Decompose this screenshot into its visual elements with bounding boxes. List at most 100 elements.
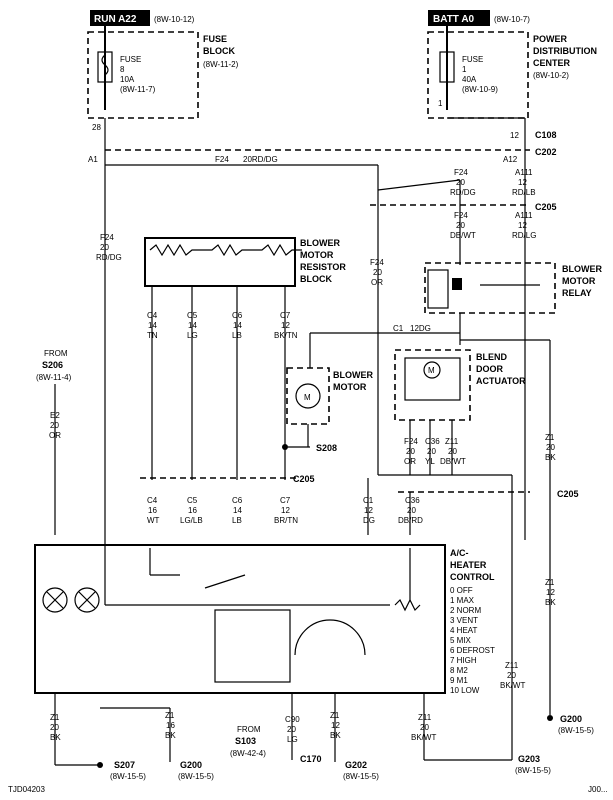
s206-name: S206 (42, 360, 63, 370)
c7-bot-3: BR/TN (274, 516, 298, 525)
f24-relay-feed (377, 179, 461, 191)
a111-top-2: 12 (518, 178, 527, 187)
f24-relay-bot-2: 20 (456, 221, 465, 230)
z1-b3-1: Z1 (330, 711, 340, 720)
z11-right-3: BK/WT (500, 681, 525, 690)
blower-relay-title-2: MOTOR (562, 276, 596, 286)
c202-a12: A12 (503, 155, 518, 164)
mode-switch-box (214, 609, 291, 683)
g200-right-ground (547, 715, 553, 721)
c1-top-label: C1 (393, 324, 404, 333)
pos-4: 4 HEAT (450, 626, 478, 635)
pos-0: 0 OFF (450, 586, 473, 595)
f24-relay-top-1: F24 (454, 168, 468, 177)
relay-coil-core (452, 278, 462, 290)
blend-z11-3: DB/WT (440, 457, 466, 466)
c5-top-1: C5 (187, 311, 198, 320)
f24-relay-top-2: 20 (456, 178, 465, 187)
resistor-title-1: BLOWER (300, 238, 340, 248)
c5-bot-3: LG/LB (180, 516, 203, 525)
c7-top-1: C7 (280, 311, 291, 320)
resistor-title-4: BLOCK (300, 274, 332, 284)
f24-top-label: F24 (215, 155, 229, 164)
pos-3: 3 VENT (450, 616, 478, 625)
blend-z11-2: 20 (448, 447, 457, 456)
pos-8: 8 M2 (450, 666, 468, 675)
fuse-8-line-2: 8 (120, 65, 125, 74)
blend-title-3: ACTUATOR (476, 376, 526, 386)
pos-6: 6 DEFROST (450, 646, 495, 655)
s103-from: FROM (237, 725, 261, 734)
z11-right-1: Z11 (505, 661, 519, 670)
c90-3: LG (287, 735, 298, 744)
f24-relay-bot-3: DB/WT (450, 231, 476, 240)
ac-title-2: HEATER (450, 560, 487, 570)
blower-relay-outline (424, 262, 556, 314)
blend-z11-1: Z11 (445, 437, 459, 446)
z1-b2-3: BK (165, 731, 176, 740)
z1-bl-3: BK (50, 733, 61, 742)
fuse-block-outline (87, 31, 199, 119)
z1-right2-1: Z1 (545, 578, 555, 587)
pdc-pin: 1 (438, 99, 443, 108)
g200-right-ref: (8W-15-5) (558, 726, 594, 735)
z1-b2-1: Z1 (165, 711, 175, 720)
fuse-8-line-1: FUSE (120, 55, 141, 64)
s208-label: S208 (316, 443, 337, 453)
c4-bot-1: C4 (147, 496, 158, 505)
g200-right-label: G200 (560, 714, 582, 724)
pos-10: 10 LOW (450, 686, 480, 695)
c1-top-color: 12DG (410, 324, 431, 333)
c5-bot-1: C5 (187, 496, 198, 505)
run-a22-box (90, 10, 150, 26)
fuse-block-pin: 28 (92, 123, 101, 132)
switch-position-list: 0 OFF 1 MAX 2 NORM 3 VENT 4 HEAT 5 MIX 6… (450, 586, 495, 695)
blend-arc (294, 619, 366, 656)
e2-3: OR (49, 431, 61, 440)
blower-motor-outline (286, 367, 330, 425)
f24-mid-2: 20 (373, 268, 382, 277)
z11-b4-3: BK/WT (411, 733, 436, 742)
blend-f24-1: F24 (404, 437, 418, 446)
e2-1: E2 (50, 411, 60, 420)
blend-title-2: DOOR (476, 364, 504, 374)
pos-2: 2 NORM (450, 606, 481, 615)
z1-right-2: 20 (546, 443, 555, 452)
z1-right2-3: BK (545, 598, 556, 607)
pdc-title-3: CENTER (533, 58, 571, 68)
e2-2: 20 (50, 421, 59, 430)
f24-mid-1: F24 (370, 258, 384, 267)
f24-mid-3: OR (371, 278, 383, 287)
blend-door-inner (404, 357, 461, 401)
blend-c36-3: YL (425, 457, 435, 466)
c4-bot-2: 16 (148, 506, 157, 515)
blower-relay-title-1: BLOWER (562, 264, 602, 274)
s207-label: S207 (114, 760, 135, 770)
c6-top-3: LB (232, 331, 242, 340)
fuse-1-line-2: 1 (462, 65, 467, 74)
z1-right-3: BK (545, 453, 556, 462)
batt-a0-box (428, 10, 490, 26)
s207-ref: (8W-15-5) (110, 772, 146, 781)
fuse-8-line-3: 10A (120, 75, 135, 84)
a111-top-1: A111 (515, 168, 533, 177)
blower-relay-title-3: RELAY (562, 288, 592, 298)
lamp-1-cross (46, 591, 64, 609)
fuse-1-line-3: 40A (462, 75, 477, 84)
blower-motor-title-2: MOTOR (333, 382, 367, 392)
s207-splice (97, 762, 103, 768)
f24-left-2: 20 (100, 243, 109, 252)
resistor-block-outline (144, 237, 296, 287)
c7-top-3: BK/TN (274, 331, 298, 340)
run-a22-label: RUN A22 (94, 14, 137, 25)
footer-left-code: TJD04203 (8, 785, 45, 794)
c108-label: C108 (535, 130, 557, 140)
blower-motor-icon (295, 383, 321, 409)
c5-top-2: 14 (188, 321, 197, 330)
c4-bot-3: WT (147, 516, 160, 525)
c7-top-2: 12 (281, 321, 290, 330)
blend-door-outline (394, 349, 471, 421)
c6-bot-1: C6 (232, 496, 243, 505)
z1-bl-1: Z1 (50, 713, 60, 722)
resistor-title-2: MOTOR (300, 250, 334, 260)
